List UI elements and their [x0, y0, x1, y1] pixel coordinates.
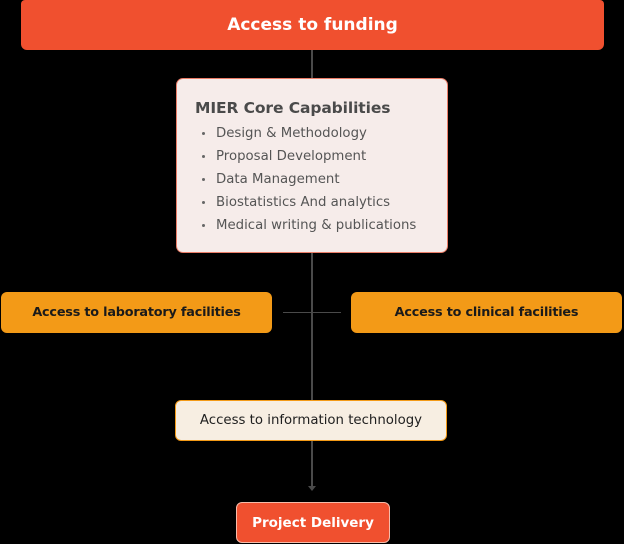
core-title: MIER Core Capabilities — [195, 99, 391, 117]
list-item: Data Management — [202, 168, 447, 191]
connector-core-to-it — [311, 253, 313, 400]
node-information-technology: Access to information technology — [175, 400, 447, 441]
connector-it-to-delivery — [311, 441, 313, 487]
bullet-icon — [202, 201, 205, 204]
list-item: Biostatistics And analytics — [202, 191, 447, 214]
arrow-down-icon — [308, 486, 316, 491]
node-label: Project Delivery — [252, 514, 374, 531]
node-label: Access to laboratory facilities — [32, 305, 241, 320]
node-project-delivery: Project Delivery — [236, 502, 390, 543]
bullet-icon — [202, 155, 205, 158]
list-item: Proposal Development — [202, 145, 447, 168]
core-capabilities-list: Design & Methodology Proposal Developmen… — [195, 122, 447, 237]
bullet-icon — [202, 178, 205, 181]
node-laboratory-facilities: Access to laboratory facilities — [1, 292, 272, 333]
node-label: Access to funding — [227, 15, 398, 35]
connector-lab-to-clinical — [283, 312, 341, 313]
connector-funding-to-core — [311, 50, 313, 78]
list-item: Medical writing & publications — [202, 214, 447, 237]
list-item: Design & Methodology — [202, 122, 447, 145]
node-label: Access to information technology — [199, 413, 423, 428]
node-clinical-facilities: Access to clinical facilities — [351, 292, 622, 333]
node-access-to-funding: Access to funding — [21, 0, 604, 50]
node-label: Access to clinical facilities — [394, 305, 579, 320]
bullet-icon — [202, 132, 205, 135]
bullet-icon — [202, 224, 205, 227]
node-core-capabilities: MIER Core Capabilities Design & Methodol… — [176, 78, 448, 253]
